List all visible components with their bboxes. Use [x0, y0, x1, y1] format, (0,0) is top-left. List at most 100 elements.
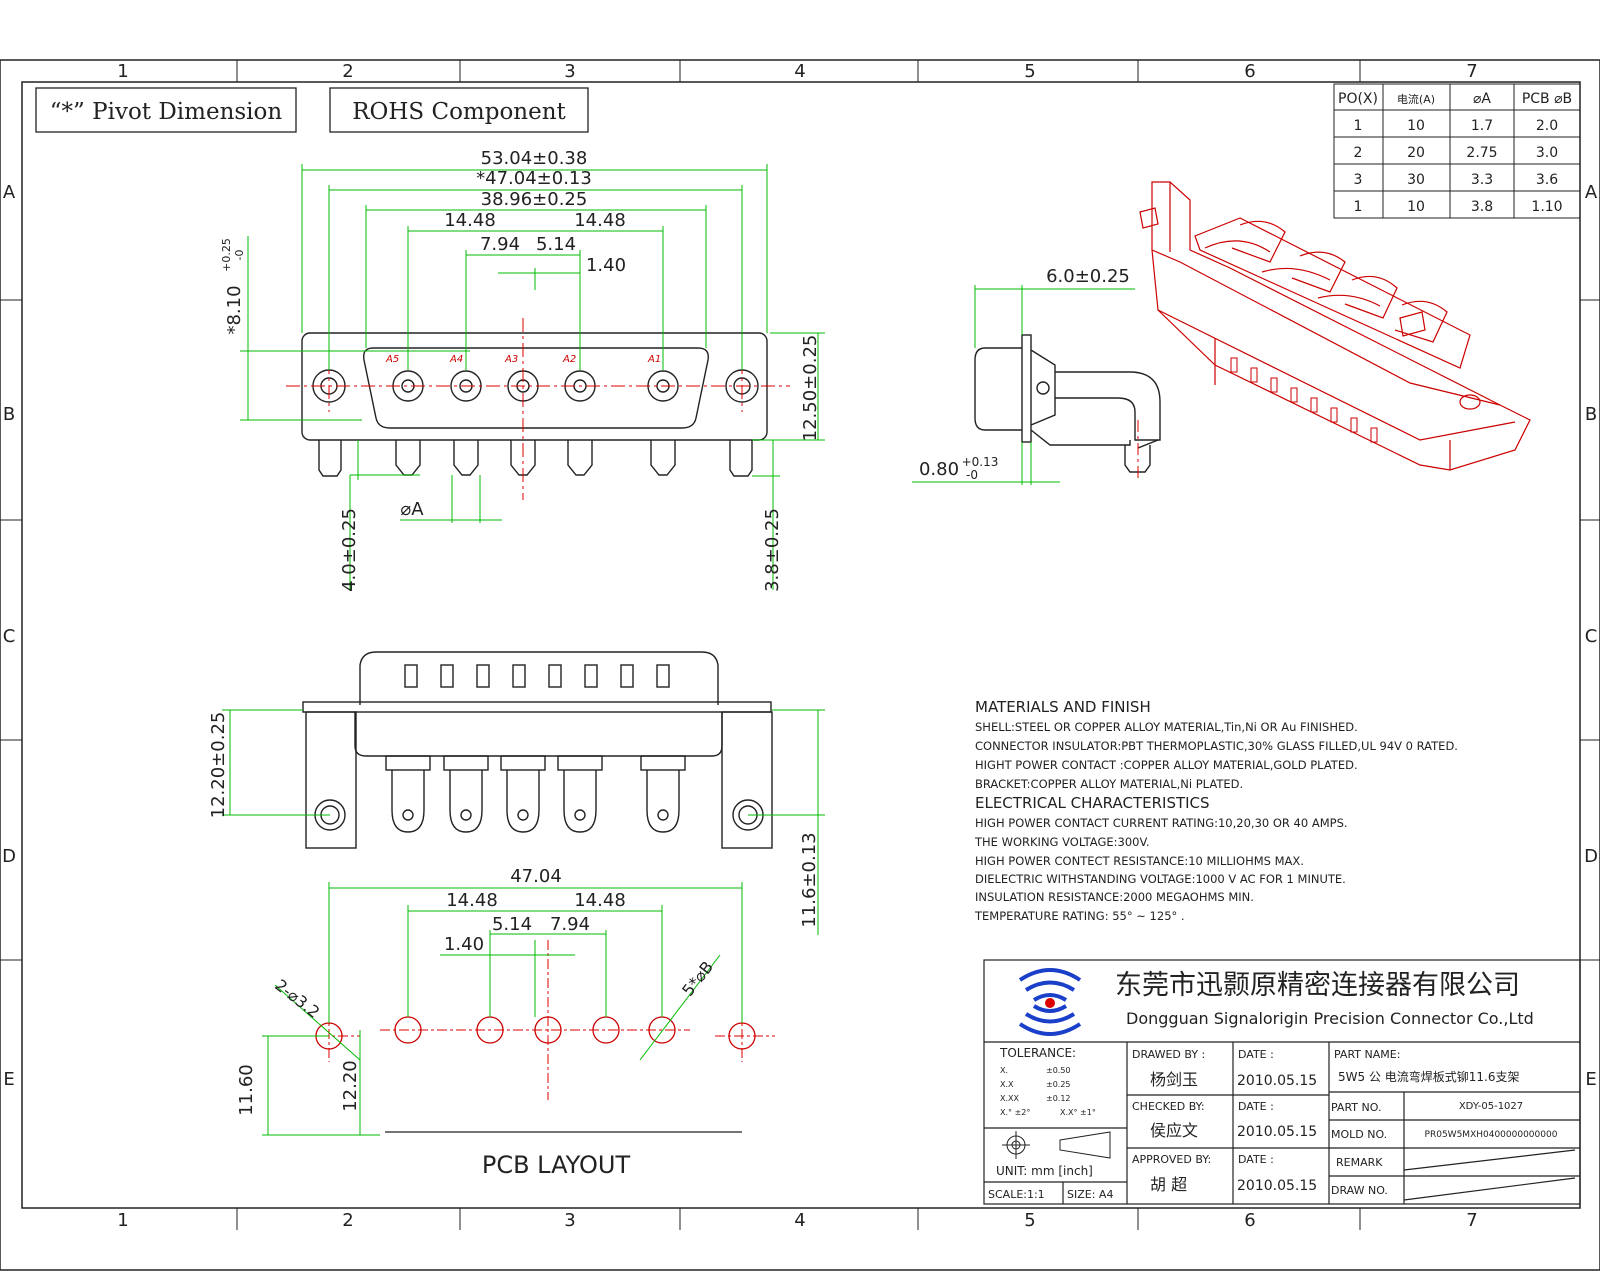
dim-bottom-total: 11.6±0.13	[799, 832, 820, 927]
unit-label: UNIT: mm [inch]	[996, 1164, 1093, 1178]
company-name-cn: 东莞市迅颢原精密连接器有限公司	[1115, 970, 1520, 1001]
table-cell: 30	[1407, 172, 1425, 188]
table-cell: 1	[1354, 118, 1363, 134]
electrical-line: TEMPERATURE RATING: 55° ~ 125° .	[974, 909, 1185, 923]
part-no: XDY-05-1027	[1459, 1101, 1523, 1112]
table-header: PCB ⌀B	[1522, 91, 1572, 107]
part-no-label: PART NO.	[1331, 1101, 1381, 1114]
row-label: A	[1585, 182, 1598, 203]
dim-depth: 6.0±0.25	[1046, 266, 1130, 287]
current-table: PO(X) 电流(A) ⌀A PCB ⌀B 1 10 1.7 2.0 2 20 …	[1333, 83, 1581, 219]
company-name-en: Dongguan Signalorigin Precision Connecto…	[1126, 1009, 1534, 1028]
bottom-view: 12.20±0.25 11.6±0.13	[208, 651, 825, 935]
materials-line: CONNECTOR INSULATOR:PBT THERMOPLASTIC,30…	[975, 739, 1458, 753]
pcb-dim-v-right: 12.20	[340, 1060, 361, 1112]
size-label: SIZE: A4	[1067, 1188, 1113, 1201]
tolerance-key: X.	[1000, 1066, 1008, 1075]
title-block: 东莞市迅颢原精密连接器有限公司 Dongguan Signalorigin Pr…	[983, 959, 1581, 1205]
dim-plate: 0.80	[919, 459, 959, 480]
electrical-line: THE WORKING VOLTAGE:300V.	[974, 835, 1150, 849]
col-label: 5	[1024, 61, 1035, 82]
col-label: 3	[564, 1210, 575, 1231]
date-approved: 2010.05.15	[1237, 1178, 1317, 1194]
electrical-line: HIGH POWER CONTACT CURRENT RATING:10,20,…	[975, 816, 1348, 830]
company-logo-icon	[1018, 968, 1082, 1036]
col-label: 6	[1244, 1210, 1255, 1231]
electrical-line: INSULATION RESISTANCE:2000 MEGAOHMS MIN.	[975, 890, 1254, 904]
dim-overall: 53.04±0.38	[481, 148, 588, 169]
projection-symbol-icon	[1002, 1131, 1111, 1159]
table-cell: 3.3	[1471, 172, 1493, 188]
mold-no: PR05W5MXH0400000000000	[1425, 1130, 1558, 1140]
col-label: 7	[1466, 1210, 1477, 1231]
checked-by: 侯应文	[1150, 1121, 1198, 1140]
dim-bracket-pin: 3.8±0.25	[762, 508, 783, 592]
row-label: B	[3, 404, 15, 425]
table-cell: 1	[1354, 199, 1363, 215]
pcb-dim-offset: 1.40	[444, 934, 484, 955]
pivot-dimension-box: “*” Pivot Dimension	[35, 87, 297, 133]
dim-height: 12.50±0.25	[800, 335, 821, 442]
pin-label: A2	[562, 354, 576, 365]
tolerance-val: ±0.50	[1046, 1066, 1071, 1075]
dim-left-inner: 7.94	[480, 234, 520, 255]
frame-row-labels: A B C D E A B C D E	[2, 182, 1598, 1090]
tolerance-key: X.° ±2°	[1000, 1108, 1030, 1117]
approved-by: 胡 超	[1150, 1175, 1187, 1194]
materials-line: BRACKET:COPPER ALLOY MATERIAL,Ni PLATED.	[975, 777, 1243, 791]
col-label: 3	[564, 61, 575, 82]
dim-right-inner: 5.14	[536, 234, 576, 255]
table-cell: 3.0	[1536, 145, 1558, 161]
dim-shell: 38.96±0.25	[481, 189, 588, 210]
col-label: 2	[342, 61, 353, 82]
row-label: D	[2, 846, 16, 867]
date-label: DATE :	[1238, 1100, 1274, 1113]
table-cell: 1.7	[1471, 118, 1493, 134]
pcb-dim-pin-hole: 5*⌀B	[678, 957, 717, 999]
pcb-dim-right-pitch: 14.48	[574, 890, 626, 911]
col-label: 1	[117, 1210, 128, 1231]
isometric-view	[1139, 181, 1531, 471]
table-cell: 3.8	[1471, 199, 1493, 215]
draw-no-label: DRAW NO.	[1331, 1184, 1388, 1197]
dim-vertical: *8.10	[224, 285, 245, 334]
table-cell: 10	[1407, 118, 1425, 134]
tolerance-val: X.X° ±1°	[1060, 1108, 1096, 1117]
row-label: E	[3, 1069, 14, 1090]
table-cell: 1.10	[1531, 199, 1562, 215]
tolerance-key: X.XX	[1000, 1094, 1020, 1103]
drawing-frame	[0, 59, 1600, 1271]
row-label: C	[1585, 626, 1598, 647]
dim-bottom-height: 12.20±0.25	[208, 712, 229, 819]
dim-center-offset: 1.40	[586, 255, 626, 276]
col-label: 2	[342, 1210, 353, 1231]
col-label: 5	[1024, 1210, 1035, 1231]
electrical-line: DIELECTRIC WITHSTANDING VOLTAGE:1000 V A…	[975, 872, 1346, 886]
date-label: DATE :	[1238, 1153, 1274, 1166]
row-label: A	[3, 182, 16, 203]
side-view: 6.0±0.25 0.80 +0.13 -0	[912, 266, 1161, 485]
scale-label: SCALE:1:1	[988, 1188, 1045, 1201]
pcb-dim-mount-hole: 2-⌀3.2	[271, 975, 323, 1021]
pin-label: A1	[647, 354, 661, 365]
table-cell: 2.0	[1536, 118, 1558, 134]
table-header: ⌀A	[1473, 91, 1491, 107]
tolerance-label: TOLERANCE:	[999, 1046, 1076, 1060]
pcb-layout: 47.04 14.48 14.48 5.14 7.94 1.40 2-⌀3.2 …	[236, 866, 775, 1179]
pcb-dim-span: 47.04	[510, 866, 562, 887]
col-label: 7	[1466, 61, 1477, 82]
date-label: DATE :	[1238, 1048, 1274, 1061]
dim-vertical-tol: +0.25	[220, 238, 233, 272]
tolerance-key: X.X	[1000, 1080, 1014, 1089]
pcb-dim-v-left: 11.60	[236, 1064, 257, 1116]
drawn-by: 杨剑玉	[1150, 1070, 1198, 1089]
row-label: E	[1585, 1069, 1596, 1090]
frame-grid-ticks	[0, 60, 1600, 1230]
electrical-title: ELECTRICAL CHARACTERISTICS	[975, 794, 1210, 812]
table-header: PO(X)	[1338, 91, 1378, 107]
part-name-label: PART NAME:	[1334, 1048, 1400, 1061]
pin-label: A5	[385, 354, 399, 365]
table-cell: 20	[1407, 145, 1425, 161]
row-label: C	[3, 626, 16, 647]
